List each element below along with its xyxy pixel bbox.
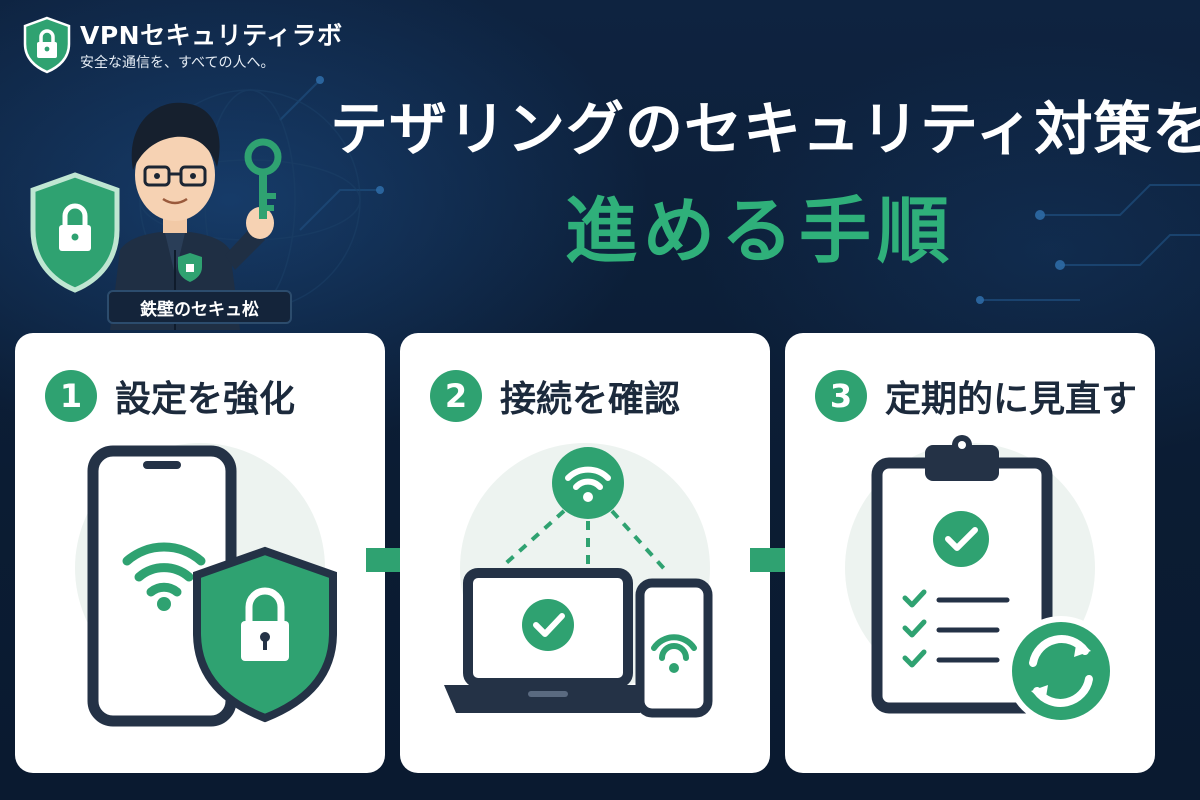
brand-header: VPNセキュリティラボ 安全な通信を、すべての人へ。 bbox=[22, 14, 342, 84]
step-header: 2 接続を確認 bbox=[430, 368, 680, 424]
step-label: 接続を確認 bbox=[500, 379, 681, 420]
step-number-badge: 1 bbox=[45, 370, 97, 422]
brand-tagline: 安全な通信を、すべての人へ。 bbox=[80, 55, 275, 71]
step-card-2: 2 接続を確認 bbox=[400, 333, 770, 773]
step-number-badge: 3 bbox=[815, 370, 867, 422]
step-label: 設定を強化 bbox=[115, 379, 296, 420]
step-number-badge: 2 bbox=[430, 370, 482, 422]
page-title-line2: 進める手順 bbox=[564, 189, 955, 273]
phone-wifi-shield-icon bbox=[87, 445, 337, 727]
mascot-name-badge: 鉄壁のセキュ松 bbox=[107, 290, 292, 324]
brand-name: VPNセキュリティラボ bbox=[80, 21, 343, 50]
step-header: 1 設定を強化 bbox=[45, 368, 295, 424]
step-card-1: 1 設定を強化 bbox=[15, 333, 385, 773]
step-card-3: 3 定期的に見直す bbox=[785, 333, 1155, 773]
clipboard-refresh-icon bbox=[871, 435, 1116, 726]
step-label: 定期的に見直す bbox=[885, 379, 1138, 420]
circuit-decoration bbox=[139, 76, 1200, 311]
page-title-line1: テザリングのセキュリティ対策を bbox=[330, 95, 1200, 163]
step-header: 3 定期的に見直す bbox=[815, 368, 1137, 424]
shield-lock-logo-icon bbox=[23, 16, 71, 74]
devices-connection-icon bbox=[444, 447, 713, 718]
